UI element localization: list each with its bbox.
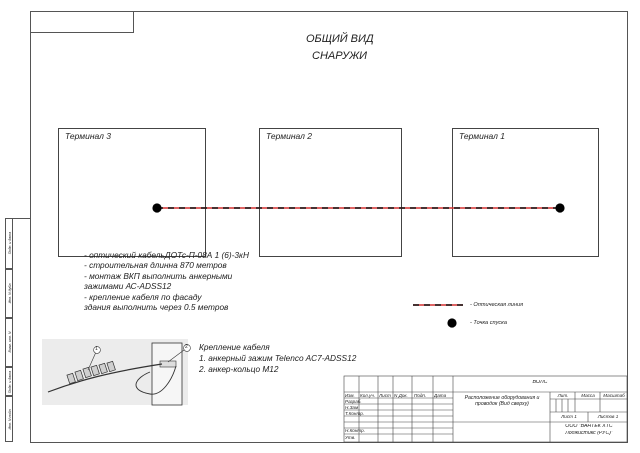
- title-block-org-line1: ООО "ВАНТЕК ХТС: [565, 424, 613, 429]
- side-strip-edge: [13, 218, 30, 442]
- drop-point-terminal-3: [152, 203, 162, 213]
- mounting-item-2: 2. анкер-кольцо М12: [199, 364, 279, 374]
- cable-path: [47, 363, 163, 393]
- legend-line-label: - Оптическая линия: [470, 302, 524, 308]
- title-block-description: Расположение оборудования и проводок (Ви…: [464, 395, 540, 408]
- callout-2-number: 2: [185, 344, 188, 350]
- mounting-heading: Крепление кабеля: [199, 342, 270, 352]
- side-stamp-box: Подп. и дата: [5, 367, 13, 396]
- terminal-2-box: Терминал 2: [259, 128, 402, 257]
- title-block-scale-header: Масштаб: [603, 393, 625, 398]
- frame-bottom: [30, 442, 628, 443]
- terminal-2-label: Терминал 2: [266, 131, 313, 141]
- note-line: здания выполнить через 0.5 метров: [84, 302, 229, 313]
- mounting-item-1: 1. анкерный зажим Telenco AC7-ADSS12: [199, 353, 357, 363]
- legend-point-symbol: [447, 318, 457, 328]
- callout-1-number: 1: [95, 346, 98, 352]
- drawing-title-line1: ОБЩИЙ ВИД: [306, 33, 374, 45]
- side-stamp-box: Инв. N дубл.: [5, 269, 13, 318]
- title-block-sheet: Лист 1: [561, 414, 577, 419]
- title-block-col-header: N Док.: [394, 393, 408, 398]
- frame-right: [627, 11, 628, 443]
- callout-2-leader: [167, 349, 185, 363]
- title-block-project: ВОЛС: [532, 380, 548, 385]
- wall-plate: [151, 342, 183, 406]
- top-stamp-box: [30, 11, 134, 33]
- note-line: - оптический кабельДОТс-П-08А 1 (6)-3кН: [84, 250, 249, 260]
- drop-point-terminal-1: [555, 203, 565, 213]
- title-block-org-line2: Лоджистикс (РУС)": [565, 431, 613, 436]
- cable-path-lower: [135, 365, 177, 395]
- title-block-role: Н.Зам: [345, 405, 359, 410]
- title-block-role: Разраб.: [345, 399, 362, 404]
- note-line: зажимами АС-ADSS12: [84, 281, 172, 292]
- title-block-col-header: Кол.уч.: [360, 393, 375, 398]
- title-block-lit-header: Лит.: [557, 393, 569, 398]
- side-stamp-box: Подп. и дата: [5, 218, 13, 269]
- callout-1-circle: [93, 346, 101, 354]
- drawing-title-line2: СНАРУЖИ: [312, 50, 368, 62]
- legend-point-label: - Точка спуска: [470, 320, 507, 326]
- terminal-1-label: Терминал 1: [459, 131, 506, 141]
- note-line: - крепление кабеля по фасаду: [84, 291, 202, 302]
- title-block-col-header: Дата: [434, 393, 447, 398]
- title-block-role: Т.Контр.: [345, 411, 365, 416]
- title-block-role: Н.Контр.: [345, 428, 365, 433]
- title-block-mass-header: Масса: [581, 393, 595, 398]
- callout-1-leader: [87, 351, 97, 371]
- note-line: - строительная длинна 870 метров: [84, 260, 227, 271]
- title-block-col-header: Лист: [379, 393, 391, 398]
- frame-left: [30, 11, 31, 443]
- side-stamp-box: Взам. инв. N: [5, 318, 13, 367]
- cable-notes: - оптический кабельДОТс-П-08А 1 (6)-3кН …: [84, 250, 249, 312]
- callout-2-circle: [183, 344, 191, 352]
- anchor-clamp-body: [66, 360, 116, 385]
- frame-top: [30, 11, 628, 12]
- terminal-1-box: Терминал 1: [452, 128, 599, 257]
- note-line: - монтаж ВКП выполнить анкерными: [84, 270, 233, 281]
- terminal-3-box: Терминал 3: [58, 128, 206, 257]
- title-block-sheets: Листов 1: [597, 414, 619, 419]
- side-stamp-box: Инв. N подл.: [5, 396, 13, 442]
- terminal-3-label: Терминал 3: [65, 131, 112, 141]
- title-block-role: Утв.: [345, 435, 356, 440]
- title-block-col-header: Подп.: [414, 393, 427, 398]
- title-block-col-header: Изм.: [345, 393, 355, 398]
